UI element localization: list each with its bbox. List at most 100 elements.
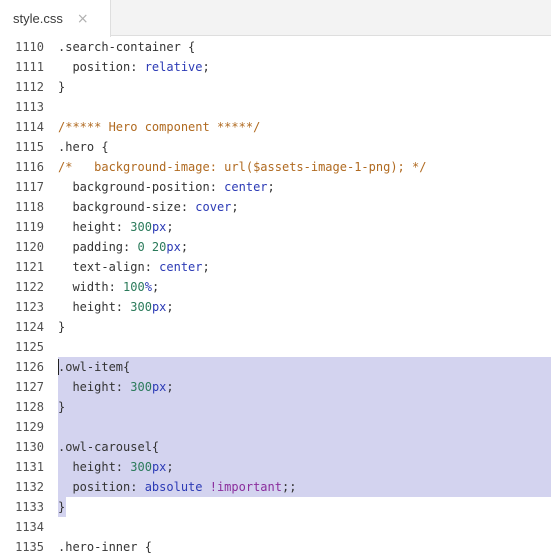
code-token: absolute xyxy=(144,480,203,494)
code-text: } xyxy=(58,77,65,97)
code-token: ;; xyxy=(281,480,297,494)
code-text: .hero { xyxy=(58,137,109,157)
code-token: height: xyxy=(58,300,131,314)
code-token: ; xyxy=(267,180,275,194)
line-number: 1114 xyxy=(15,120,44,134)
code-token: ; xyxy=(166,460,174,474)
code-token: } xyxy=(58,500,66,514)
code-line[interactable]: 1128} xyxy=(0,397,551,417)
line-number: 1134 xyxy=(15,520,44,534)
code-line[interactable]: 1118 background-size: cover; xyxy=(0,197,551,217)
code-token: center xyxy=(159,260,203,274)
code-line[interactable]: 1130.owl-carousel{ xyxy=(0,437,551,457)
code-text: } xyxy=(58,317,65,337)
code-token: ; xyxy=(231,200,239,214)
code-token: height: xyxy=(58,460,131,474)
selection-highlight xyxy=(58,437,551,457)
line-number: 1110 xyxy=(15,40,44,54)
code-token: position: xyxy=(58,60,145,74)
code-line[interactable]: 1110 .search-container { xyxy=(0,37,551,57)
code-line[interactable]: 1131 height: 300px; xyxy=(0,457,551,477)
line-number: 1119 xyxy=(15,220,44,234)
line-number: 1117 xyxy=(15,180,44,194)
line-number: 1124 xyxy=(15,320,44,334)
code-text: .search-container { xyxy=(58,37,195,57)
line-number: 1126 xyxy=(15,360,44,374)
code-token: } xyxy=(58,400,66,414)
code-token: px xyxy=(151,220,167,234)
code-line[interactable]: 1126 .owl-item{ xyxy=(0,357,551,377)
line-number: 1122 xyxy=(15,280,44,294)
code-text: /***** Hero component *****/ xyxy=(58,117,260,137)
code-line[interactable]: 1125 xyxy=(0,337,551,357)
line-number: 1121 xyxy=(15,260,44,274)
close-icon[interactable]: × xyxy=(76,10,89,27)
code-token: !important xyxy=(209,480,282,494)
selection-highlight xyxy=(58,377,551,397)
code-token: 100 xyxy=(123,280,145,294)
code-line[interactable]: 1120 padding: 0 20px; xyxy=(0,237,551,257)
code-text: height: 300px; xyxy=(58,297,173,317)
code-line[interactable]: 1129 xyxy=(0,417,551,437)
code-token: .owl-carousel{ xyxy=(58,440,160,454)
code-line[interactable]: 1132 position: absolute !important;; xyxy=(0,477,551,497)
line-number: 1111 xyxy=(15,60,44,74)
code-token: .hero { xyxy=(58,140,109,154)
code-token: ; xyxy=(202,60,210,74)
code-line[interactable]: 1116 /* background-image: url($assets-ima… xyxy=(0,157,551,177)
code-text: height: 300px; xyxy=(58,217,174,237)
code-line[interactable]: 1115.hero { xyxy=(0,137,551,157)
code-token: width: xyxy=(58,280,124,294)
code-line[interactable]: 1112} xyxy=(0,77,551,97)
code-token: ; xyxy=(202,260,210,274)
code-line[interactable]: 1124} xyxy=(0,317,551,337)
code-line[interactable]: 1117 background-position: center; xyxy=(0,177,551,197)
line-number: 1123 xyxy=(15,300,44,314)
tab-style-css[interactable]: style.css × xyxy=(0,0,111,37)
line-number: 1133 xyxy=(15,500,44,514)
code-line[interactable]: 1114 /***** Hero component *****/ xyxy=(0,117,551,137)
line-number: 1135 xyxy=(15,540,44,554)
line-number: 1125 xyxy=(15,340,44,354)
selection-highlight xyxy=(58,357,551,377)
code-token: cover xyxy=(195,200,232,214)
selection-highlight xyxy=(58,457,551,477)
code-token: 300 xyxy=(130,300,152,314)
code-text: position: absolute !important;; xyxy=(58,477,296,497)
code-token: ; xyxy=(166,220,174,234)
code-token: ; xyxy=(166,380,174,394)
code-line[interactable]: 1134 xyxy=(0,517,551,537)
code-token: position: xyxy=(58,480,145,494)
code-token: .owl-item{ xyxy=(58,360,131,374)
code-token: /* background-image: url($assets-image-1… xyxy=(58,160,427,174)
code-line[interactable]: 1123 height: 300px; xyxy=(0,297,551,317)
code-token: ; xyxy=(151,280,160,294)
code-line[interactable]: 1127 height: 300px; xyxy=(0,377,551,397)
code-line[interactable]: 1133} xyxy=(0,497,551,517)
code-text: .owl-carousel{ xyxy=(58,437,159,457)
code-token: background-size: xyxy=(58,200,196,214)
line-number: 1132 xyxy=(15,480,44,494)
code-text: background-size: cover; xyxy=(58,197,239,217)
line-number: 1116 xyxy=(15,160,44,174)
code-text: position: relative; xyxy=(58,57,210,77)
code-text: height: 300px; xyxy=(58,457,174,477)
code-text: text-align: center; xyxy=(58,257,210,277)
code-text: .hero-inner { xyxy=(58,537,152,557)
code-line[interactable]: 1113 xyxy=(0,97,551,117)
code-line[interactable]: 1135 .hero-inner { xyxy=(0,537,551,557)
code-line[interactable]: 1121 text-align: center; xyxy=(0,257,551,277)
code-line[interactable]: 1122 width: 100%; xyxy=(0,277,551,297)
code-line[interactable]: 1119 height: 300px; xyxy=(0,217,551,237)
code-token: background-position: xyxy=(58,180,225,194)
code-token: } xyxy=(58,320,66,334)
code-token: 300 xyxy=(130,220,152,234)
code-token: px xyxy=(166,240,181,254)
code-token: % xyxy=(144,280,152,294)
code-token: } xyxy=(58,80,66,94)
code-line[interactable]: 1111 position: relative; xyxy=(0,57,551,77)
code-editor[interactable]: 1110.search-container {1111 position: re… xyxy=(0,37,551,559)
code-text: } xyxy=(58,397,65,417)
text-cursor xyxy=(58,359,59,375)
code-token: /***** Hero component *****/ xyxy=(58,120,261,134)
